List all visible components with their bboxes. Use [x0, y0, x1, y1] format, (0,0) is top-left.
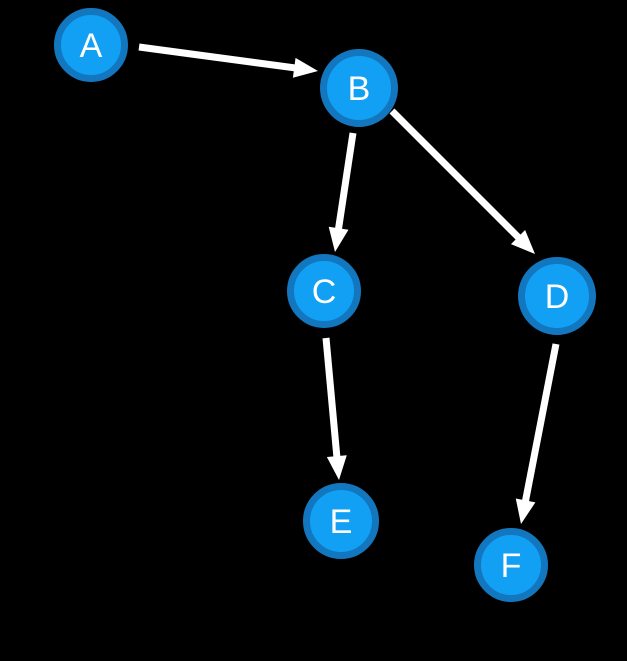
node-circle — [518, 257, 596, 335]
edge-line — [389, 108, 522, 241]
graph-node-c[interactable]: C — [287, 254, 361, 328]
node-circle — [474, 528, 548, 602]
arrowhead-icon — [292, 57, 318, 78]
edge-line — [521, 343, 560, 504]
node-circle — [303, 483, 379, 559]
edge-layer — [138, 43, 560, 524]
arrowhead-icon — [515, 498, 536, 524]
arrowhead-icon — [510, 229, 535, 254]
edge-a-to-b[interactable] — [138, 43, 318, 78]
arrowhead-icon — [326, 455, 347, 480]
edge-b-to-d[interactable] — [389, 108, 535, 254]
graph-node-a[interactable]: A — [54, 8, 128, 82]
node-circle — [320, 49, 398, 127]
node-circle — [287, 254, 361, 328]
graph-node-d[interactable]: D — [518, 257, 596, 335]
arrowhead-icon — [328, 226, 349, 252]
edge-line — [138, 43, 297, 72]
edge-line — [334, 132, 357, 231]
edge-c-to-e[interactable] — [322, 337, 347, 480]
edge-b-to-c[interactable] — [328, 132, 357, 252]
graph-node-f[interactable]: F — [474, 528, 548, 602]
graph-node-b[interactable]: B — [320, 49, 398, 127]
edge-d-to-f[interactable] — [515, 343, 560, 524]
graph-node-e[interactable]: E — [303, 483, 379, 559]
node-circle — [54, 8, 128, 82]
node-layer: A B C D E F — [54, 8, 596, 602]
edge-line — [322, 337, 341, 459]
